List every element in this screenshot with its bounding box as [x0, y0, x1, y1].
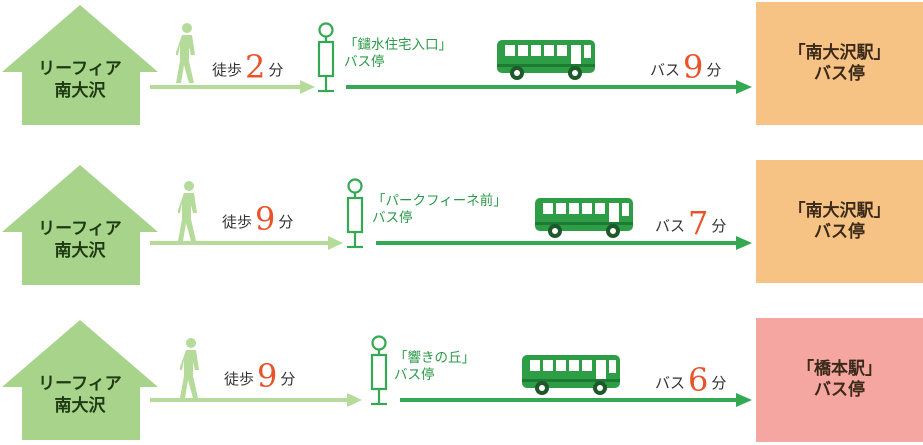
destination-box: 「橋本駅」バス停: [756, 318, 923, 442]
bus-arrow: [376, 236, 752, 250]
bus-icon: [535, 198, 633, 238]
bus-stop-icon: [346, 178, 364, 249]
origin-label: リーフィア南大沢: [38, 59, 122, 101]
bus-arrow: [346, 80, 752, 94]
destination-box: 「南大沢駅」バス停: [756, 160, 923, 283]
walking-person-icon: [178, 181, 197, 241]
bus-stop-name: 「パークフィーネ前」バス停: [372, 193, 507, 226]
walk-arrow: [150, 236, 343, 250]
walking-person-icon: [180, 338, 199, 398]
house-icon: [2, 165, 158, 285]
origin-label: リーフィア南大沢: [38, 374, 122, 416]
destination-box: 「南大沢駅」バス停: [756, 2, 923, 125]
walk-arrow: [150, 80, 315, 94]
house-icon: [2, 320, 158, 440]
walking-person-icon: [176, 23, 195, 83]
bus-icon: [497, 40, 595, 80]
walk-arrow: [150, 393, 362, 407]
bus-stop-icon: [370, 335, 388, 406]
bus-arrow: [400, 393, 752, 407]
origin-label: リーフィア南大沢: [38, 219, 122, 261]
bus-stop-icon: [317, 22, 335, 93]
bus-stop-name: 「鑓水住宅入口」バス停: [344, 37, 452, 70]
bus-icon: [522, 355, 620, 395]
bus-stop-name: 「響きの丘」バス停: [394, 350, 475, 383]
house-icon: [2, 5, 158, 125]
